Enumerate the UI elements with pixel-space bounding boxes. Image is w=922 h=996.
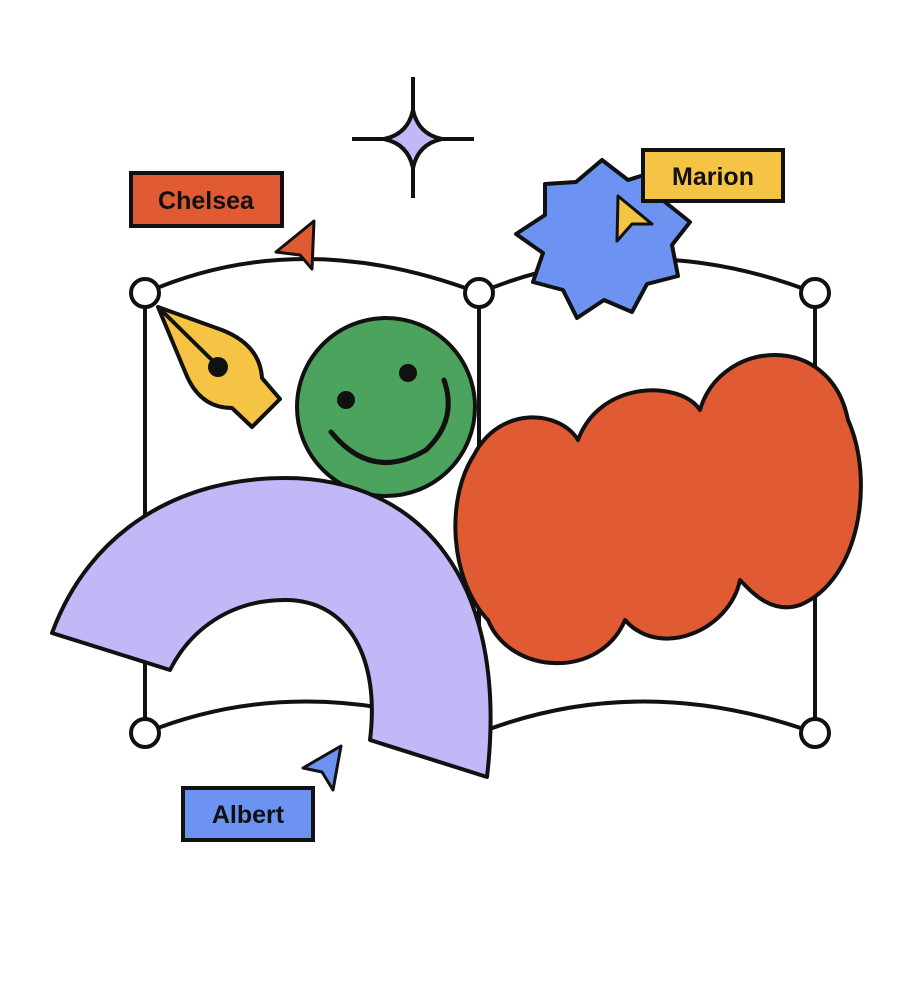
name-tag-label: Chelsea	[158, 187, 255, 215]
smiley-face-icon	[295, 316, 477, 498]
book-bottom-right-curve	[478, 699, 816, 735]
sparkle-icon	[352, 77, 474, 198]
collaborator-albert: Albert	[181, 744, 343, 842]
name-tag-label: Marion	[672, 163, 754, 191]
arch-shape	[50, 476, 493, 779]
smiley-right-eye	[399, 364, 417, 382]
name-tag-box	[129, 171, 284, 228]
handle-top-right[interactable]	[799, 277, 831, 309]
handle-top-left[interactable]	[129, 277, 161, 309]
cloud-blob-shape	[453, 353, 863, 666]
name-tag-box	[641, 148, 785, 203]
sparkle-fill	[382, 108, 444, 170]
handle-bottom-right[interactable]	[799, 717, 831, 749]
smiley-mouth	[328, 377, 451, 465]
selection-handles	[129, 277, 831, 749]
handle-top-middle[interactable]	[463, 277, 495, 309]
cursor-arrow-icon	[274, 219, 316, 271]
cursor-arrow-icon	[615, 194, 654, 243]
pen-nib-icon	[156, 305, 282, 429]
name-tag-label: Albert	[212, 801, 285, 829]
collaborator-marion: Marion	[615, 148, 785, 243]
collaborator-chelsea: Chelsea	[129, 171, 316, 271]
smiley-left-eye	[337, 391, 355, 409]
name-tag-box	[181, 786, 315, 842]
handle-bottom-left[interactable]	[129, 717, 161, 749]
cursor-arrow-icon	[301, 744, 343, 792]
